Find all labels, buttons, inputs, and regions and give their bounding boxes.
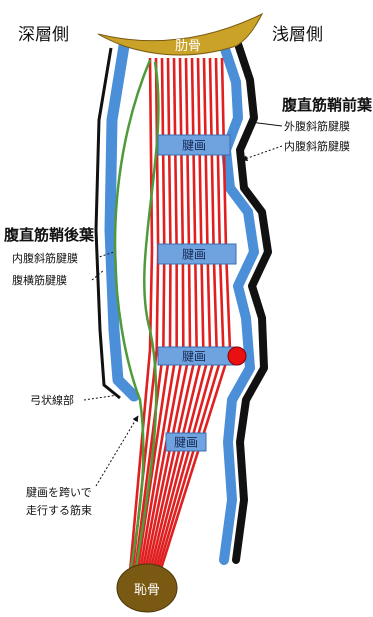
rib-label: 肋骨 [175, 39, 201, 54]
arcuate-line-label: 弓状線部 [30, 393, 74, 407]
tendinous-intersection-4: 腱画 [166, 433, 206, 451]
leader-arcuate-line [84, 395, 118, 400]
posterior-sheath-label: 腹直筋鞘後葉 [4, 226, 95, 244]
intersection-label: 腱画 [174, 436, 198, 450]
red-marker [228, 347, 246, 365]
pubis-label: 恥骨 [134, 583, 160, 598]
intersection-label: 腱画 [182, 248, 206, 262]
external-oblique-label: 外腹斜筋腱膜 [284, 119, 350, 133]
posterior-sheath-band [110, 46, 134, 396]
leader-internal-oblique-front [242, 146, 282, 160]
anterior-sheath-label: 腹直筋鞘前葉 [282, 96, 373, 114]
transversus-label: 腹横筋腱膜 [12, 273, 67, 287]
deep-side-header: 深層側 [18, 25, 69, 45]
crossing-fibers-label-1: 腱画を跨いで [26, 486, 92, 499]
tendinous-intersection-2: 腱画 [158, 244, 236, 264]
crossing-fibers-label-2: 走行する筋束 [26, 503, 92, 517]
tendinous-intersection-1: 腱画 [158, 135, 230, 155]
internal-oblique-back-label: 内腹斜筋腱膜 [12, 251, 78, 265]
pubis-bone: 恥骨 [117, 564, 177, 612]
leader-crossing-fibers [96, 416, 138, 486]
tendinous-intersection-3: 腱画 [158, 347, 236, 365]
superficial-side-header: 浅層側 [272, 25, 323, 45]
intersection-label: 腱画 [182, 350, 206, 364]
intersection-label: 腱画 [182, 139, 206, 153]
internal-oblique-front-label: 内腹斜筋腱膜 [284, 139, 350, 153]
